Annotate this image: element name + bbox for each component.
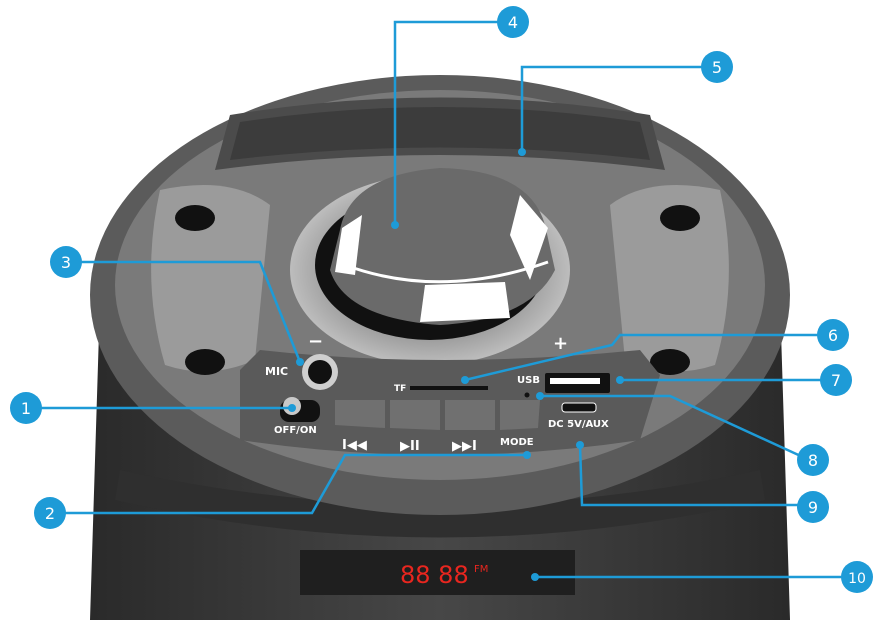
mode-button[interactable] (500, 400, 540, 430)
svg-text:9: 9 (808, 498, 818, 517)
prev-label: I◀◀ (342, 438, 367, 453)
callout-9: 9 (797, 491, 829, 523)
volume-plus-label: + (553, 333, 568, 354)
callout-2: 2 (34, 497, 66, 529)
leader-5 (520, 65, 713, 152)
svg-text:8: 8 (808, 451, 818, 470)
display-suffix: FM (474, 564, 488, 575)
mode-label: MODE (500, 437, 534, 448)
volume-minus-label: − (308, 331, 323, 352)
next-label: ▶▶I (452, 439, 477, 454)
knob-highlight-front (420, 282, 510, 322)
svg-text:7: 7 (831, 371, 841, 390)
callout-6: 6 (817, 319, 849, 351)
next-button[interactable] (445, 400, 495, 430)
usb-port-tongue (550, 378, 600, 384)
body-band (115, 470, 765, 538)
knob-highlight-left (335, 215, 362, 275)
callout-7: 7 (820, 364, 852, 396)
callout-8: 8 (797, 444, 829, 476)
svg-text:3: 3 (61, 253, 71, 272)
play-pause-label: ▶II (400, 439, 420, 454)
leader-8 (540, 394, 806, 460)
leader-3 (70, 260, 302, 363)
mic-jack-hole (308, 360, 332, 384)
offon-label: OFF/ON (274, 425, 317, 436)
leader-9 (578, 444, 800, 507)
display-digits: 88 88 (400, 561, 469, 589)
prev-button[interactable] (335, 400, 385, 428)
callout-10: 10 (841, 561, 873, 593)
screw-bottom-left (185, 349, 225, 375)
knob-highlight-right (510, 195, 548, 280)
svg-text:4: 4 (508, 13, 518, 32)
svg-text:1: 1 (21, 399, 31, 418)
svg-text:2: 2 (45, 504, 55, 523)
screw-top-left (175, 205, 215, 231)
dc-aux-label: DC 5V/AUX (548, 419, 609, 430)
indicator-led (524, 392, 530, 398)
play-pause-button[interactable] (390, 400, 440, 430)
svg-text:6: 6 (828, 326, 838, 345)
knob-groove (344, 260, 549, 284)
dc-aux-port[interactable] (561, 402, 597, 413)
carry-handle-slot (230, 107, 650, 160)
callout-1: 1 (10, 392, 42, 424)
left-grip (151, 185, 270, 372)
callout-dots (288, 148, 624, 581)
tf-label: TF (394, 384, 406, 394)
svg-text:10: 10 (848, 571, 866, 587)
leader-2 (55, 453, 527, 515)
mic-label: MIC (265, 365, 288, 378)
callout-badges: 1 2 3 4 5 6 7 8 9 10 (10, 6, 873, 593)
leader-4 (393, 20, 500, 225)
screw-top-right (660, 205, 700, 231)
leader-6 (464, 333, 825, 382)
led-display-window (300, 550, 575, 595)
usb-label: USB (517, 375, 540, 386)
right-grip (610, 185, 729, 372)
callout-3: 3 (50, 246, 82, 278)
callout-4: 4 (497, 6, 529, 38)
screw-bottom-right (650, 349, 690, 375)
tf-card-slot[interactable] (410, 386, 488, 390)
svg-text:5: 5 (712, 58, 722, 77)
callout-5: 5 (701, 51, 733, 83)
callout-lines (30, 20, 850, 579)
